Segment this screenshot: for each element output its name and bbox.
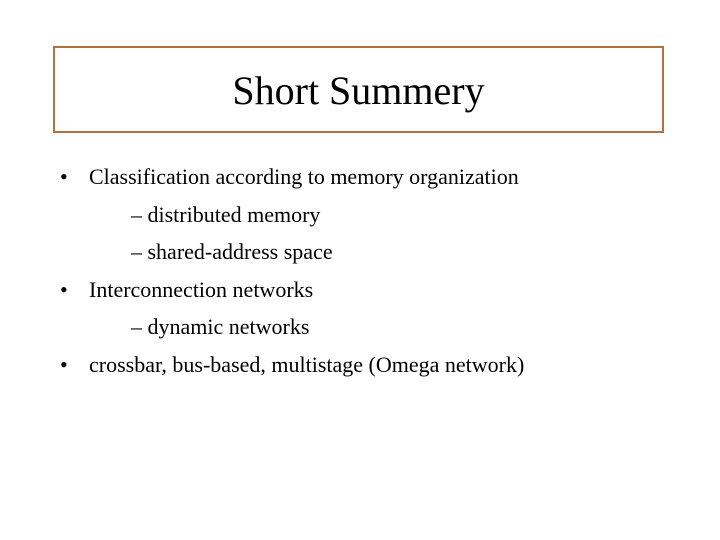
slide-title: Short Summery: [232, 67, 485, 113]
sub-bullet-item: – shared-address space: [131, 239, 333, 264]
title-box: Short Summery: [53, 46, 664, 133]
sub-bullet-item: – distributed memory: [131, 202, 321, 227]
bullet-item: crossbar, bus-based, multistage (Omega n…: [89, 352, 525, 377]
sub-bullet-item: – dynamic networks: [131, 314, 310, 339]
bullet-marker: •: [60, 164, 68, 189]
bullet-marker: •: [60, 352, 68, 377]
bullet-item: Interconnection networks: [89, 277, 314, 302]
bullet-item: Classification according to memory organ…: [89, 164, 519, 189]
bullet-marker: •: [60, 277, 68, 302]
